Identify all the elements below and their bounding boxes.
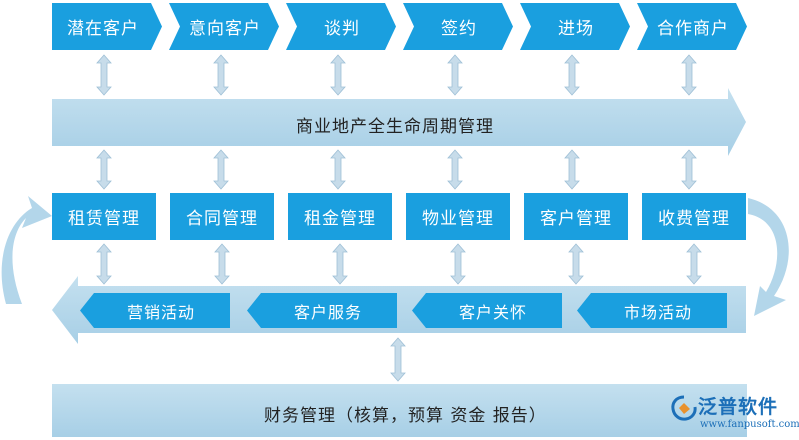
service-label: 营销活动 <box>126 302 195 322</box>
lifecycle-label: 商业地产全生命周期管理 <box>296 117 494 137</box>
service-label: 客户服务 <box>293 302 362 322</box>
connector-arrow <box>681 54 697 96</box>
brand-url: www.fanpusoft.com <box>700 419 799 430</box>
stage-move-in: 进场 <box>520 3 630 50</box>
connector-arrow <box>681 149 697 190</box>
connector-arrow <box>450 243 466 285</box>
connector-arrow <box>332 243 348 285</box>
stage-signing: 签约 <box>403 3 513 50</box>
connector-arrow <box>330 149 346 190</box>
connector-arrow <box>213 54 229 96</box>
connector-arrow <box>564 54 580 96</box>
lifecycle-band <box>52 88 746 156</box>
stage-label: 合作商户 <box>657 19 729 39</box>
module-customer: 客户管理 <box>524 193 628 240</box>
brand-logo-icon <box>671 395 697 421</box>
module-leasing: 租赁管理 <box>52 193 156 240</box>
service-market-activity: 市场活动 <box>577 293 727 328</box>
connector-arrow <box>330 54 346 96</box>
module-label: 物业管理 <box>422 209 494 229</box>
module-label: 收费管理 <box>658 209 730 229</box>
right-loop-arrow <box>748 198 789 316</box>
connector-arrow <box>96 149 112 190</box>
module-property: 物业管理 <box>406 193 510 240</box>
module-label: 租赁管理 <box>68 209 140 229</box>
connector-arrow <box>564 149 580 190</box>
connector-arrow <box>213 149 229 190</box>
module-rent: 租金管理 <box>288 193 392 240</box>
connector-arrow <box>390 337 406 382</box>
stage-label: 进场 <box>558 19 594 39</box>
module-label: 客户管理 <box>540 209 612 229</box>
stage-label: 签约 <box>441 19 477 39</box>
connector-arrow <box>447 54 463 96</box>
left-loop-arrow <box>1 196 52 304</box>
module-label: 租金管理 <box>304 209 376 229</box>
connector-arrow <box>568 243 584 285</box>
connector-arrow <box>686 243 702 285</box>
connector-arrow <box>214 243 230 285</box>
finance-label: 财务管理（核算，预算 资金 报告） <box>264 406 547 426</box>
module-charges: 收费管理 <box>642 193 746 240</box>
stage-potential-customer: 潜在客户 <box>52 3 162 50</box>
connector-arrow <box>96 54 112 96</box>
stage-partner-merchant: 合作商户 <box>637 3 747 50</box>
service-label: 市场活动 <box>623 302 692 322</box>
stage-label: 意向客户 <box>189 19 261 39</box>
finance-band <box>52 384 747 437</box>
service-label: 客户关怀 <box>458 302 527 322</box>
module-contract: 合同管理 <box>170 193 274 240</box>
stage-label: 谈判 <box>324 19 360 39</box>
stage-intent-customer: 意向客户 <box>169 3 279 50</box>
service-customer-service: 客户服务 <box>247 293 397 328</box>
brand-name: 泛普软件 <box>698 396 779 418</box>
stage-negotiation: 谈判 <box>286 3 396 50</box>
stage-label: 潜在客户 <box>67 19 139 39</box>
module-label: 合同管理 <box>186 209 258 229</box>
connectors <box>96 54 702 382</box>
connector-arrow <box>447 149 463 190</box>
connector-arrow <box>96 243 112 285</box>
brand-watermark: 泛普软件 www.fanpusoft.com <box>670 392 799 436</box>
service-customer-care: 客户关怀 <box>412 293 562 328</box>
service-marketing: 营销活动 <box>80 293 230 328</box>
